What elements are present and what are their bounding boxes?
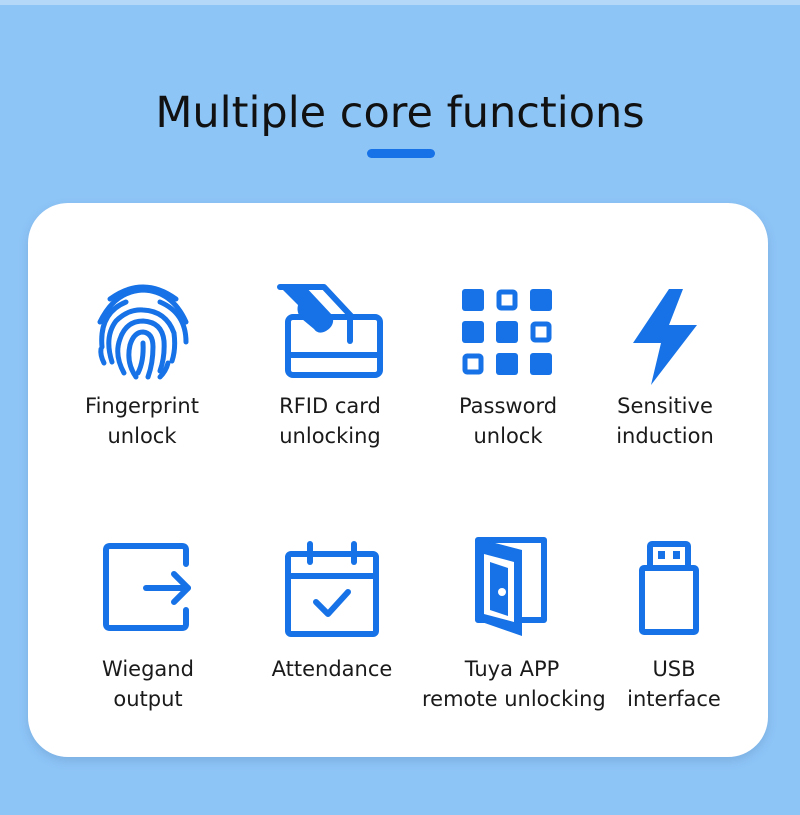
keypad-icon <box>462 289 552 375</box>
feature-label-line1: Fingerprint <box>85 394 199 418</box>
feature-sensitive-induction: Sensitive induction <box>575 277 755 457</box>
feature-label-line2: interface <box>627 687 721 711</box>
page-title: Multiple core functions <box>155 87 645 138</box>
feature-label: Wiegand output <box>58 654 238 714</box>
feature-attendance: Attendance <box>242 540 422 720</box>
feature-label-line1: Wiegand <box>102 657 194 681</box>
feature-label: Password unlock <box>418 391 598 451</box>
door-icon <box>475 537 547 636</box>
feature-wiegand-output: Wiegand output <box>58 540 238 720</box>
feature-tuya-app-remote-unlocking: Tuya APP remote unlocking <box>422 537 606 720</box>
feature-label: Tuya APP remote unlocking <box>422 654 606 714</box>
rfid-card-icon <box>277 284 383 378</box>
feature-label-line2: output <box>113 687 183 711</box>
feature-label: USB interface <box>584 654 764 714</box>
feature-label: RFID card unlocking <box>240 391 420 451</box>
feature-label: Attendance <box>242 654 422 684</box>
feature-label-line1: Password <box>458 394 558 418</box>
features-card <box>28 203 768 757</box>
feature-label-line2: induction <box>616 424 714 448</box>
feature-label-line1: USB <box>652 657 696 681</box>
feature-usb-interface: USB interface <box>584 540 764 720</box>
feature-label-line2: remote unlocking <box>422 687 606 711</box>
fingerprint-icon <box>97 284 189 380</box>
lightning-icon <box>633 289 697 385</box>
feature-fingerprint-unlock: Fingerprint unlock <box>52 277 232 457</box>
feature-label: Fingerprint unlock <box>52 391 232 451</box>
feature-password-unlock: Password unlock <box>418 277 598 457</box>
feature-label-line1: Attendance <box>271 657 393 681</box>
feature-label-line1: Sensitive <box>617 394 713 418</box>
usb-icon <box>639 541 699 635</box>
output-arrow-icon <box>103 543 191 631</box>
feature-label-line2: unlock <box>107 424 177 448</box>
feature-rfid-card-unlocking: RFID card unlocking <box>240 277 420 457</box>
feature-label: Sensitive induction <box>575 391 755 451</box>
title-underline <box>367 149 435 158</box>
top-strip <box>0 0 800 5</box>
feature-label-line2: unlock <box>473 424 543 448</box>
feature-label-line2: unlocking <box>279 424 381 448</box>
calendar-check-icon <box>285 541 379 637</box>
feature-label-line1: RFID card <box>279 394 381 418</box>
feature-label-line1: Tuya APP <box>464 657 560 681</box>
